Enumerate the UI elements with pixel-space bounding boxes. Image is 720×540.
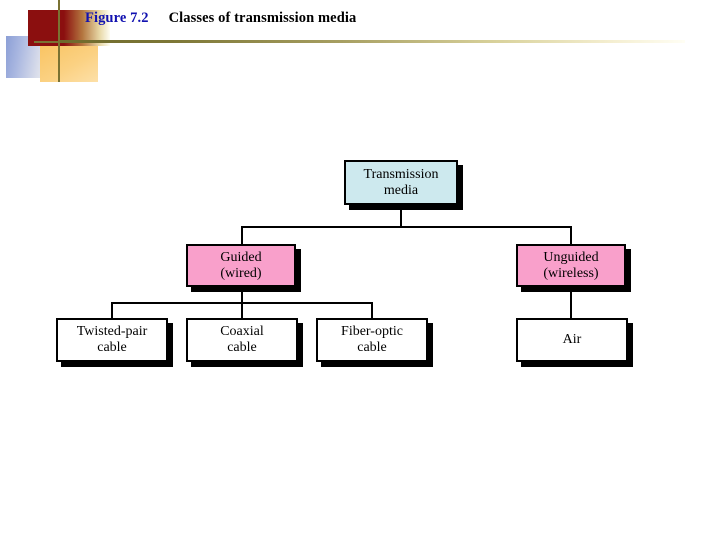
node-unguided[interactable]: Unguided (wireless) bbox=[516, 244, 626, 287]
node-coaxial-cable[interactable]: Coaxial cable bbox=[186, 318, 298, 362]
connector-guided-drop bbox=[241, 287, 243, 303]
connector-twisted-stem bbox=[111, 302, 113, 318]
node-fiber-optic-cable[interactable]: Fiber-optic cable bbox=[316, 318, 428, 362]
node-label: Unguided (wireless) bbox=[543, 249, 599, 281]
node-label: Transmission media bbox=[363, 166, 439, 198]
figure-number: Figure 7.2 bbox=[85, 10, 149, 26]
decoration-horizontal-line bbox=[34, 41, 60, 43]
node-twisted-pair-cable[interactable]: Twisted-pair cable bbox=[56, 318, 168, 362]
connector-coaxial-stem bbox=[241, 302, 243, 318]
page-title: Figure 7.2 Classes of transmission media bbox=[85, 10, 356, 27]
connector-guided-stem bbox=[241, 226, 243, 245]
node-label: Guided (wired) bbox=[220, 249, 262, 281]
header-decoration bbox=[0, 0, 220, 95]
decoration-vertical-line bbox=[58, 0, 60, 82]
node-label: Fiber-optic cable bbox=[341, 324, 403, 355]
connector-level1-bus bbox=[241, 226, 572, 228]
node-air[interactable]: Air bbox=[516, 318, 628, 362]
node-label: Air bbox=[562, 332, 582, 348]
connector-unguided-stem bbox=[570, 226, 572, 245]
decoration-orange-square bbox=[40, 46, 98, 82]
node-transmission-media[interactable]: Transmission media bbox=[344, 160, 458, 205]
node-label: Coaxial cable bbox=[220, 324, 264, 355]
node-label: Twisted-pair cable bbox=[76, 324, 148, 355]
title-divider-rule bbox=[60, 40, 685, 43]
connector-air-stem bbox=[570, 287, 572, 318]
figure-caption: Classes of transmission media bbox=[168, 10, 357, 26]
connector-root-stem bbox=[400, 205, 402, 227]
connector-fiber-stem bbox=[371, 302, 373, 318]
node-guided[interactable]: Guided (wired) bbox=[186, 244, 296, 287]
